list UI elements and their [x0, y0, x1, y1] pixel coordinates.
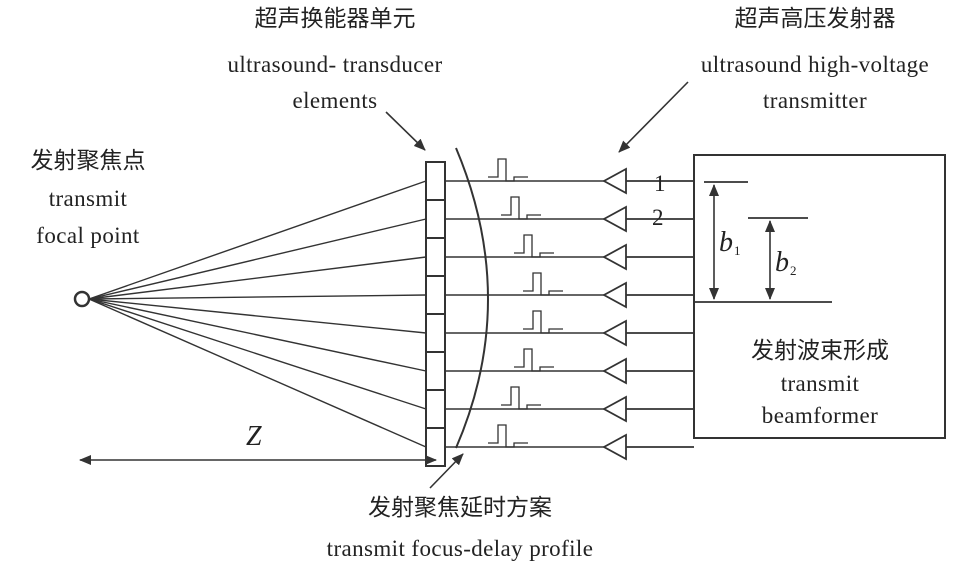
transducer-element — [425, 389, 446, 429]
beamformer-label-en-2: beamformer — [761, 403, 879, 428]
transmitter-triangle — [602, 357, 627, 385]
transmitter-triangle — [602, 319, 627, 347]
transducer-element — [425, 161, 446, 201]
focus-ray — [88, 298, 427, 448]
focal-point-label-zh: 发射聚焦点 — [30, 148, 146, 174]
delay-pulse — [488, 424, 528, 448]
transmitter-pointer-arrow — [618, 81, 689, 153]
distance-z-label: Z — [246, 421, 262, 452]
focus-ray — [88, 298, 427, 372]
transducer-element — [425, 351, 446, 391]
transducer-array — [425, 161, 446, 467]
hv-transmitter-label-en-2: transmitter — [762, 88, 868, 113]
focus-ray — [88, 298, 427, 334]
delay-b1-label: b1 — [719, 227, 741, 258]
beamformer-box — [693, 154, 946, 439]
focus-rays — [88, 180, 427, 448]
delay-pulse — [523, 310, 563, 334]
delay-profile-label-en: transmit focus-delay profile — [326, 536, 594, 561]
focal-point-label-en-2: focal point — [36, 223, 140, 248]
focus-ray — [88, 180, 427, 300]
delay-pulse — [514, 348, 554, 372]
delay-pulse — [514, 234, 554, 258]
focus-delay-curve — [455, 147, 489, 449]
transducer-element — [425, 275, 446, 315]
transmitter-triangle — [602, 433, 627, 461]
delay-profile-label-zh: 发射聚焦延时方案 — [368, 495, 552, 521]
channel-2-label: 2 — [652, 205, 664, 230]
focal-point-marker — [73, 290, 91, 308]
focus-ray — [88, 218, 427, 300]
focus-ray — [88, 298, 427, 410]
transducer-elements-label-zh: 超声换能器单元 — [254, 6, 416, 32]
transmitter-triangle — [602, 167, 627, 195]
transmitter-triangle — [602, 243, 627, 271]
delay-profile-pointer-arrow — [429, 453, 464, 489]
hv-transmitter-label-zh: 超声高压发射器 — [734, 6, 896, 32]
delayed-pulses — [488, 158, 563, 448]
beamformer-label-en: transmit — [780, 371, 860, 396]
delay-pulse — [501, 386, 541, 410]
transducer-element — [425, 199, 446, 239]
transmitter-triangle — [602, 395, 627, 423]
transducer-element — [425, 237, 446, 277]
focal-point-label-en: transmit — [48, 186, 128, 211]
transmitter-triangle — [602, 205, 627, 233]
hv-transmitter-label-en: ultrasound high-voltage — [700, 52, 930, 77]
focus-ray — [88, 256, 427, 300]
transmit-channels — [445, 167, 694, 461]
transducer-elements-label-en: ultrasound- transducer — [227, 52, 443, 77]
focus-ray — [88, 294, 427, 300]
delay-pulse — [488, 158, 528, 182]
delay-pulse — [523, 272, 563, 296]
channel-1-label: 1 — [654, 171, 666, 196]
delay-pulse — [501, 196, 541, 220]
transducer-pointer-arrow — [385, 111, 426, 151]
delay-b2-label: b2 — [775, 247, 797, 278]
transducer-elements-label-en-2: elements — [292, 88, 378, 113]
transducer-element — [425, 313, 446, 353]
transmitter-triangle — [602, 281, 627, 309]
beamformer-label-zh: 发射波束形成 — [751, 338, 889, 364]
